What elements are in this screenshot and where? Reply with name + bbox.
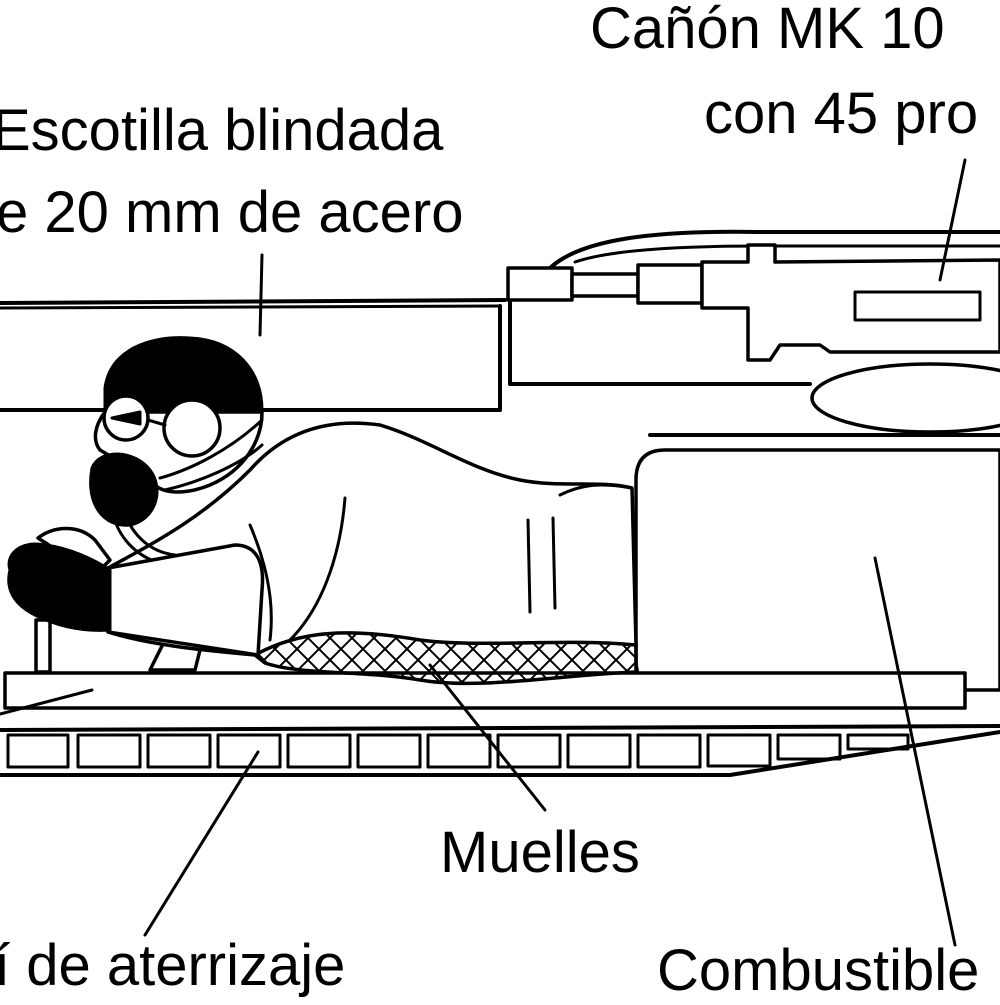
leader-fuel (873, 556, 957, 947)
ammo-drum (810, 362, 1000, 434)
label-cannon-line2: con 45 pro (704, 81, 978, 146)
label-cannon-line1: Cañón MK 10 (590, 0, 945, 61)
leader-cannon (938, 158, 967, 282)
cannon (506, 243, 1000, 362)
canopy-outline (548, 229, 1000, 270)
label-fuel: Combustible (657, 938, 979, 1000)
pilot-goggles-right (162, 398, 222, 458)
leader-hatch (258, 253, 264, 337)
label-hatch-line2: e 20 mm de acero (0, 180, 463, 245)
pilot-helmet (103, 336, 264, 414)
floor-and-skid (0, 671, 1000, 777)
fuel-tank (634, 433, 1000, 692)
label-springs: Muelles (440, 820, 640, 885)
canopy-inner (573, 244, 1000, 264)
pilot-glove (7, 542, 112, 632)
pilot (7, 336, 638, 657)
label-hatch-line1: Escotilla blindada (0, 98, 444, 163)
leader-springs (428, 663, 547, 812)
pilot-arm (106, 543, 265, 657)
pilot-oxygen-mask (89, 452, 159, 527)
leader-skid (143, 750, 260, 937)
leader-left (0, 688, 94, 716)
label-skid: í de aterrizaje (0, 933, 345, 998)
skid-slats (6, 733, 910, 769)
